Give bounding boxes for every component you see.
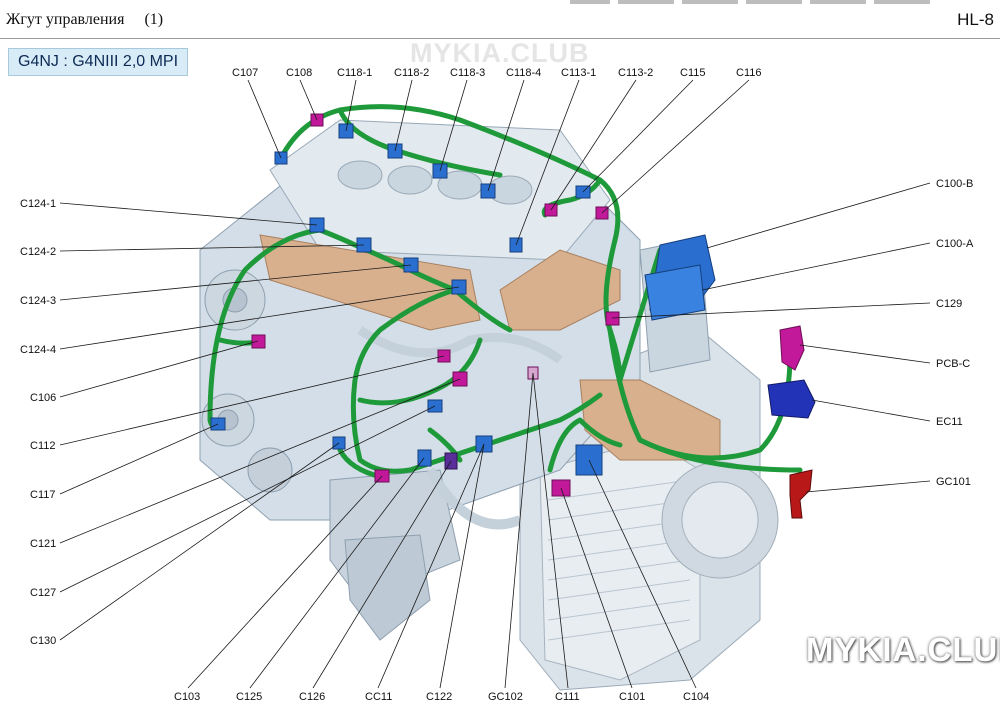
label-c112: C112	[30, 440, 55, 452]
leader-lines	[59, 79, 931, 689]
label-c130: C130	[30, 635, 56, 647]
label-ec11: EC11	[936, 416, 963, 428]
page-code: HL-8	[957, 10, 994, 29]
engine-illustration	[199, 119, 779, 691]
label-c118-3: C118-3	[450, 67, 485, 79]
label-c115: C115	[680, 67, 705, 79]
connector-ec11	[767, 379, 816, 419]
label-c118-2: C118-2	[394, 67, 429, 79]
label-c113-1: C113-1	[561, 67, 596, 79]
connector-c129	[605, 311, 620, 326]
label-c129: C129	[936, 298, 962, 310]
watermark-bottom: MYKIA.CLUB	[806, 631, 1000, 668]
label-c124-2: C124-2	[20, 246, 56, 258]
page-title: Жгут управления (1)	[6, 11, 164, 28]
connector-c104	[575, 444, 603, 476]
engine-model-badge: G4NJ : G4NIII 2,0 MPI	[8, 48, 189, 76]
label-c108: C108	[286, 67, 312, 79]
connector-pcb-c	[779, 325, 805, 371]
label-c126: C126	[299, 691, 325, 703]
label-c125: C125	[236, 691, 262, 703]
label-c104: C104	[683, 691, 709, 703]
label-c118-4: C118-4	[506, 67, 541, 79]
label-c118-1: C118-1	[337, 67, 372, 79]
label-c100-a: C100-A	[936, 238, 974, 250]
watermark-top: MYKIA.CLUB	[410, 38, 590, 68]
label-c124-1: C124-1	[20, 198, 56, 210]
label-c124-3: C124-3	[20, 295, 56, 307]
tab-divider	[810, 0, 866, 4]
label-c122: C122	[426, 691, 452, 703]
connector-labels: C107 C108 C118-1 C118-2 C118-3 C118-4 C1…	[20, 67, 974, 703]
label-c121: C121	[30, 538, 56, 550]
label-c101: C101	[619, 691, 645, 703]
label-c127: C127	[30, 587, 56, 599]
connector-c100-a	[644, 264, 706, 321]
label-c111: C111	[555, 691, 580, 703]
label-c107: C107	[232, 67, 258, 79]
label-cc11: CC11	[365, 691, 392, 703]
connector-gc101	[789, 469, 813, 519]
tab-divider	[618, 0, 674, 4]
label-gc101: GC101	[936, 476, 971, 488]
tab-divider	[570, 0, 610, 4]
label-c124-4: C124-4	[20, 344, 56, 356]
label-c103: C103	[174, 691, 200, 703]
label-c113-2: C113-2	[618, 67, 653, 79]
connector-c106	[251, 334, 266, 349]
title-bar: Жгут управления (1) HL-8	[0, 0, 1000, 39]
label-gc102: GC102	[488, 691, 523, 703]
label-c106: C106	[30, 392, 56, 404]
tab-divider	[746, 0, 802, 4]
tab-divider	[874, 0, 930, 4]
label-c116: C116	[736, 67, 761, 79]
label-c100-b: C100-B	[936, 178, 973, 190]
label-pcb-c: PCB-C	[936, 358, 970, 370]
tab-divider	[682, 0, 738, 4]
label-c117: C117	[30, 489, 55, 501]
